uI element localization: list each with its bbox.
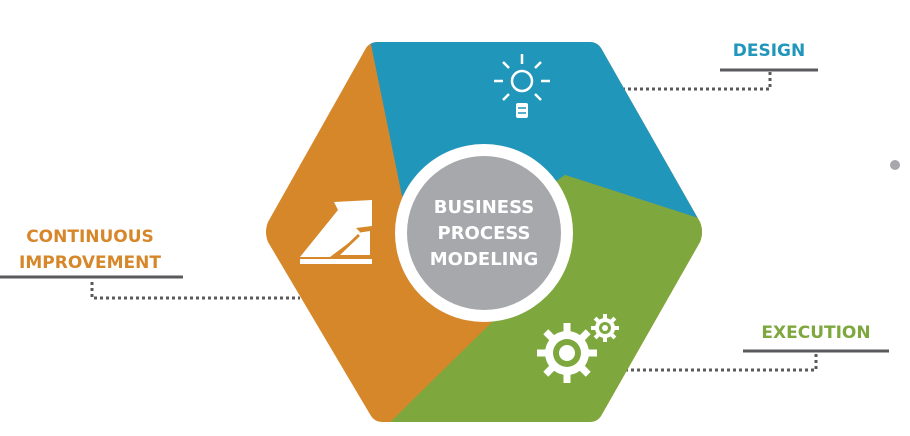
design-connector <box>622 72 772 91</box>
execution-label: EXECUTION <box>761 323 870 343</box>
center-title-line3: MODELING <box>430 249 538 270</box>
lightbulb-icon <box>494 54 550 118</box>
grey-dot <box>890 160 900 170</box>
gears-icon <box>537 314 619 383</box>
center-title-line1: BUSINESS <box>434 197 534 218</box>
rising-arrows-icon <box>300 200 372 264</box>
center-title-line2: PROCESS <box>438 223 531 244</box>
execution-connector <box>625 354 818 372</box>
center-circle[interactable] <box>407 156 561 310</box>
design-label: DESIGN <box>733 41 805 61</box>
improvement-label-line1: CONTINUOUS <box>26 227 154 247</box>
improvement-label-line2: IMPROVEMENT <box>19 253 161 273</box>
improvement-connector <box>90 282 300 300</box>
